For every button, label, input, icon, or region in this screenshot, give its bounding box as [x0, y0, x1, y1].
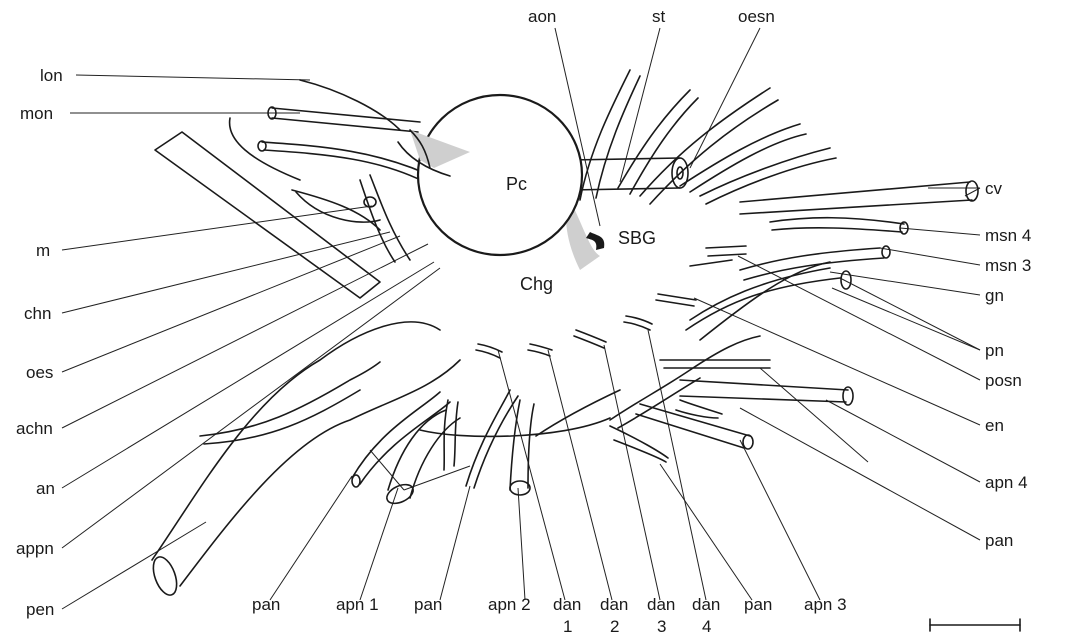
label-st: st [652, 7, 666, 26]
upper-left-nerves [230, 80, 440, 262]
label-aon: aon [528, 7, 556, 26]
label-an: an [36, 479, 55, 498]
region-chg: Chg [520, 274, 553, 294]
label-apn3: apn 3 [804, 595, 847, 614]
label-cv: cv [985, 179, 1003, 198]
label-gn: gn [985, 286, 1004, 305]
region-sbg: SBG [618, 228, 656, 248]
label-apn4: apn 4 [985, 473, 1028, 492]
label-pn: pn [985, 341, 1004, 360]
bottom-labels: pan apn 1 pan apn 2 dan 1 dan 2 dan 3 da… [252, 595, 847, 636]
left-labels: lon mon m chn oes achn an appn pen [16, 66, 63, 619]
label-m: m [36, 241, 50, 260]
label-dan2: dan [600, 595, 628, 614]
scale-bar [930, 619, 1020, 631]
label-achn: achn [16, 419, 53, 438]
label-apn2: apn 2 [488, 595, 531, 614]
upper-right-nerves [570, 70, 978, 214]
top-labels: aon st oesn [528, 7, 775, 26]
label-pan-right: pan [985, 531, 1013, 550]
region-pc: Pc [506, 174, 527, 194]
label-msn4: msn 4 [985, 226, 1031, 245]
right-lower-nerves [610, 218, 908, 462]
label-chn: chn [24, 304, 51, 323]
label-appn: appn [16, 539, 54, 558]
label-dan3: dan [647, 595, 675, 614]
label-msn3: msn 3 [985, 256, 1031, 275]
label-dan2-num: 2 [610, 617, 619, 636]
right-labels: cv msn 4 msn 3 gn pn posn en apn 4 pan [985, 179, 1031, 550]
label-dan1-num: 1 [563, 617, 572, 636]
protocerebrum-group [398, 95, 604, 270]
label-oesn: oesn [738, 7, 775, 26]
label-en: en [985, 416, 1004, 435]
label-posn: posn [985, 371, 1022, 390]
label-dan1: dan [553, 595, 581, 614]
label-pen: pen [26, 600, 54, 619]
label-mon: mon [20, 104, 53, 123]
label-dan3-num: 3 [657, 617, 666, 636]
label-oes: oes [26, 363, 53, 382]
protocerebrum-body [418, 95, 582, 255]
label-pan-b1: pan [252, 595, 280, 614]
label-pan-b3: pan [744, 595, 772, 614]
dan-nerves [476, 316, 652, 358]
label-lon: lon [40, 66, 63, 85]
label-pan-b2: pan [414, 595, 442, 614]
label-apn1: apn 1 [336, 595, 379, 614]
label-dan4-num: 4 [702, 617, 711, 636]
label-dan4: dan [692, 595, 720, 614]
